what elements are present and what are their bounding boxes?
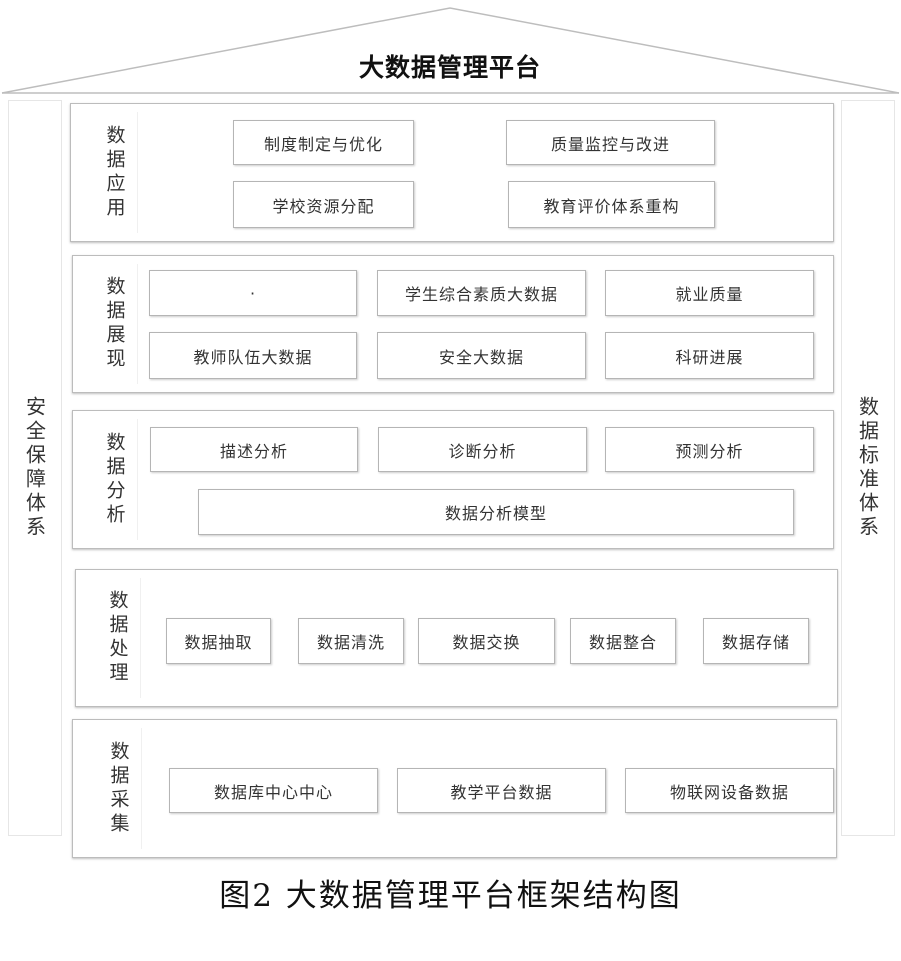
box-empty-item: · bbox=[149, 270, 357, 316]
layer-data-display: 数据展现 · 学生综合素质大数据 就业质量 教师队伍大数据 安全大数据 科研进展 bbox=[72, 255, 834, 393]
data-standard-pillar: 数据标准体系 bbox=[841, 100, 895, 836]
box-diagnostic-analysis: 诊断分析 bbox=[378, 427, 587, 472]
box-evaluation-reform: 教育评价体系重构 bbox=[508, 181, 715, 228]
roof-outline bbox=[1, 7, 900, 94]
security-system-pillar: 安全保障体系 bbox=[8, 100, 62, 836]
layer-label-processing: 数据处理 bbox=[96, 578, 141, 698]
box-student-big-data: 学生综合素质大数据 bbox=[377, 270, 586, 316]
data-standard-label: 数据标准体系 bbox=[855, 396, 880, 540]
box-descriptive-analysis: 描述分析 bbox=[150, 427, 358, 472]
layer-data-processing: 数据处理 数据抽取 数据清洗 数据交换 数据整合 数据存储 bbox=[75, 569, 838, 707]
layer-label-collection: 数据采集 bbox=[97, 728, 142, 849]
layer-label-display: 数据展现 bbox=[93, 264, 138, 384]
box-research-progress: 科研进展 bbox=[605, 332, 814, 379]
box-quality-monitoring: 质量监控与改进 bbox=[506, 120, 715, 165]
box-iot-device-data: 物联网设备数据 bbox=[625, 768, 834, 813]
box-data-storage: 数据存储 bbox=[703, 618, 809, 664]
box-data-exchange: 数据交换 bbox=[418, 618, 555, 664]
security-system-label: 安全保障体系 bbox=[22, 396, 47, 540]
box-teacher-big-data: 教师队伍大数据 bbox=[149, 332, 357, 379]
layer-label-analysis: 数据分析 bbox=[93, 419, 138, 540]
box-data-integration: 数据整合 bbox=[570, 618, 676, 664]
platform-title: 大数据管理平台 bbox=[358, 53, 541, 82]
box-security-big-data: 安全大数据 bbox=[377, 332, 586, 379]
box-employment-quality: 就业质量 bbox=[605, 270, 814, 316]
box-policy-optimization: 制度制定与优化 bbox=[233, 120, 414, 165]
layer-data-analysis: 数据分析 描述分析 诊断分析 预测分析 数据分析模型 bbox=[72, 410, 834, 549]
box-database-center: 数据库中心中心 bbox=[169, 768, 378, 813]
layer-data-collection: 数据采集 数据库中心中心 教学平台数据 物联网设备数据 bbox=[72, 719, 837, 858]
layer-label-application: 数据应用 bbox=[93, 112, 138, 233]
box-data-cleaning: 数据清洗 bbox=[298, 618, 404, 664]
box-data-extraction: 数据抽取 bbox=[166, 618, 271, 664]
figure-caption: 图2 大数据管理平台框架结构图 bbox=[219, 878, 682, 914]
box-teaching-platform-data: 教学平台数据 bbox=[397, 768, 606, 813]
box-analysis-model: 数据分析模型 bbox=[198, 489, 794, 535]
box-predictive-analysis: 预测分析 bbox=[605, 427, 814, 472]
layer-data-application: 数据应用 制度制定与优化 质量监控与改进 学校资源分配 教育评价体系重构 bbox=[70, 103, 834, 242]
box-resource-allocation: 学校资源分配 bbox=[233, 181, 414, 228]
